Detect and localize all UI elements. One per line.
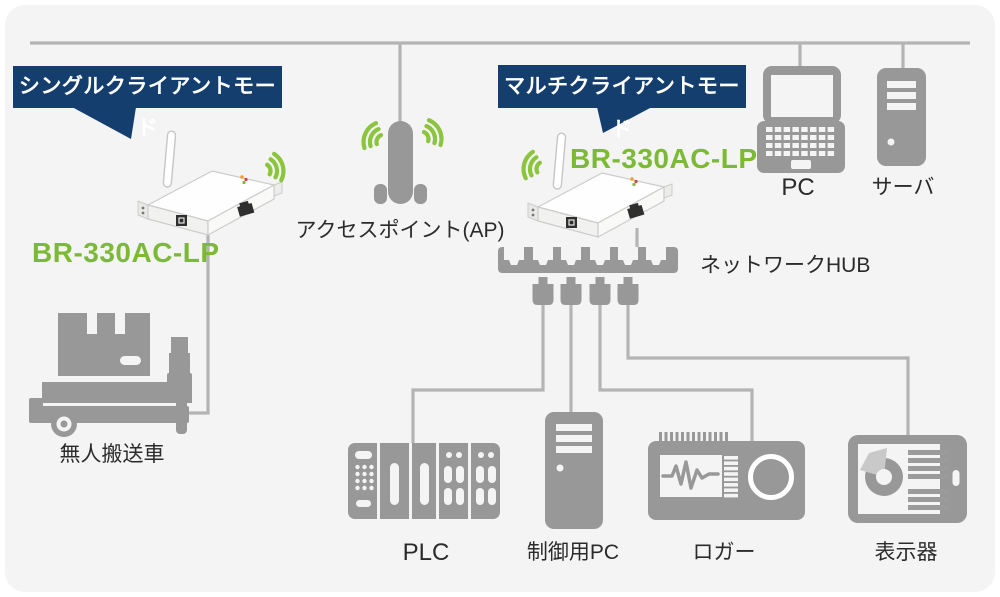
plc-icon [348, 443, 500, 519]
display-icon [848, 435, 967, 523]
display-label: 表示器 [874, 541, 938, 564]
display-cable [626, 300, 910, 437]
lan-plug-icon [589, 277, 611, 305]
agv-icon [29, 313, 192, 437]
network-hub-icon [498, 247, 678, 305]
callout-single-label: シングルクライアントモード [18, 75, 277, 140]
bridge-right-model-label: BR-330AC-LP [570, 143, 758, 174]
wifi-waves-icon [420, 118, 445, 149]
callout-multi-tail [597, 107, 652, 133]
plc-cable [411, 300, 545, 444]
plc-label: PLC [402, 539, 450, 566]
wifi-waves-icon [521, 150, 542, 180]
agv-label: 無人搬送車 [59, 443, 165, 466]
server-label: サーバ [871, 176, 935, 199]
lan-plug-icon [617, 277, 639, 305]
logger-label: ロガー [692, 541, 756, 564]
callout-multi-client-mode: マルチクライアントモード [498, 65, 746, 141]
bridge-left-model-label: BR-330AC-LP [32, 237, 220, 268]
logger-cable [598, 300, 754, 443]
control-pc-label: 制御用PC [526, 541, 620, 564]
callout-single-client-mode: シングルクライアントモード [13, 66, 282, 140]
callout-single-tail [72, 107, 136, 139]
laptop-icon [757, 66, 845, 173]
access-point-label: アクセスポイント(AP) [295, 219, 505, 242]
agv-cable [189, 230, 210, 415]
lan-plug-icon [532, 277, 554, 305]
pc-label: PC [781, 174, 815, 201]
network-lines [30, 41, 970, 444]
callout-multi-label: マルチクライアントモード [504, 75, 740, 141]
access-point-icon [374, 121, 427, 204]
control-pc-icon [545, 412, 603, 529]
wifi-waves-icon [265, 152, 286, 182]
network-hub-label: ネットワークHUB [700, 254, 871, 277]
lan-plug-icon [560, 277, 582, 305]
wifi-waves-icon [360, 121, 385, 152]
server-icon [877, 68, 926, 166]
logger-icon [648, 432, 805, 520]
